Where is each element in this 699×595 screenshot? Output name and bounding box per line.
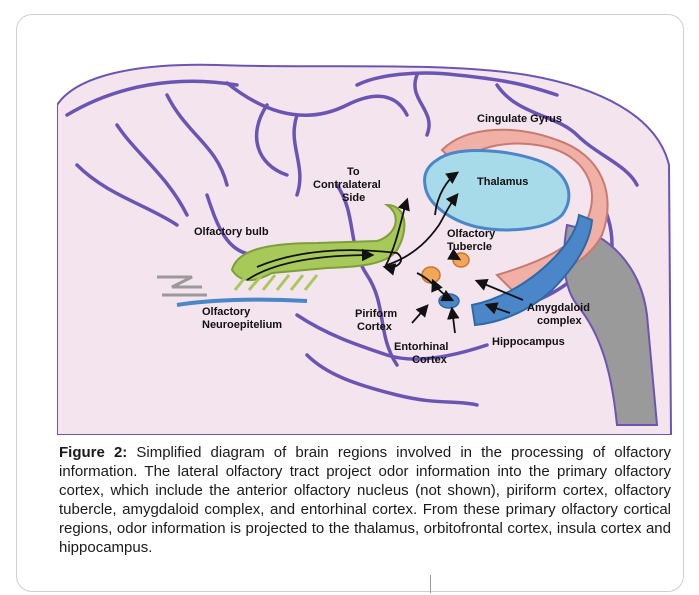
label-olfactory-tubercle-2: Tubercle — [447, 241, 492, 253]
label-olfactory-tubercle-1: Olfactory — [447, 228, 496, 240]
brain-diagram-svg: Cingulate Gyrus Thalamus To Contralatera… — [57, 55, 677, 435]
label-piriform-2: Cortex — [357, 321, 393, 333]
caption-label: Figure 2: — [59, 444, 127, 461]
label-piriform-1: Piriform — [355, 308, 397, 320]
label-contralateral-1: To — [347, 166, 360, 178]
label-thalamus: Thalamus — [477, 176, 528, 188]
brain-diagram: Cingulate Gyrus Thalamus To Contralatera… — [57, 55, 677, 435]
label-contralateral-3: Side — [342, 192, 365, 204]
label-entorhinal-1: Entorhinal — [394, 341, 448, 353]
olfactory-tubercle-body — [453, 253, 469, 267]
label-contralateral-2: Contralateral — [313, 179, 381, 191]
label-olfactory-neuroepitelium-1: Olfactory — [202, 306, 251, 318]
caption-text: Simplified diagram of brain regions invo… — [59, 444, 671, 556]
label-hippocampus: Hippocampus — [492, 336, 565, 348]
label-olfactory-bulb: Olfactory bulb — [194, 226, 269, 238]
figure-caption: Figure 2: Simplified diagram of brain re… — [59, 443, 671, 557]
divider — [430, 575, 431, 593]
amygdala-body — [422, 267, 440, 283]
label-entorhinal-2: Cortex — [412, 354, 448, 366]
figure-frame: Cingulate Gyrus Thalamus To Contralatera… — [16, 14, 684, 592]
label-amygdaloid-1: Amygdaloid — [527, 302, 590, 314]
label-olfactory-neuroepitelium-2: Neuroepitelium — [202, 319, 282, 331]
piriform-body — [439, 294, 459, 308]
label-cingulate-gyrus: Cingulate Gyrus — [477, 113, 562, 125]
label-amygdaloid-2: complex — [537, 315, 583, 327]
